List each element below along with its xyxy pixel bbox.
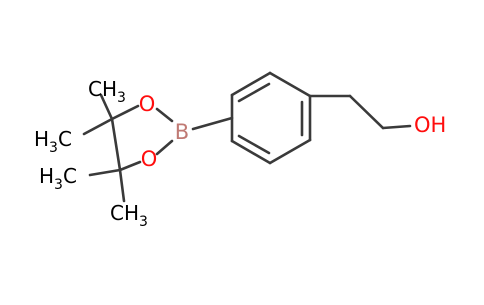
o-c-bond bbox=[110, 104, 140, 121]
methyl-label-bottom: CH3 bbox=[110, 201, 148, 230]
c-c-bond bbox=[110, 117, 122, 172]
b-o-bond bbox=[155, 107, 174, 123]
methyl-bond bbox=[82, 117, 114, 136]
ring-double-bond bbox=[237, 82, 271, 103]
methyl-bond bbox=[118, 168, 126, 203]
boron-label: B bbox=[175, 120, 189, 144]
ring-bond bbox=[268, 138, 312, 165]
chain-bond bbox=[348, 94, 385, 130]
b-o-bond bbox=[155, 139, 174, 156]
ring-bond bbox=[230, 71, 272, 97]
oxygen-label-upper: O bbox=[139, 92, 156, 116]
methyl-label-top-left: CH3 bbox=[88, 77, 126, 106]
oxygen-label-lower: O bbox=[141, 147, 158, 171]
ring-bond bbox=[230, 139, 272, 165]
ring-bond bbox=[268, 71, 312, 98]
methyl-label-left-upper: H3C bbox=[34, 127, 72, 156]
chain-bond bbox=[381, 124, 412, 130]
methyl-bond bbox=[99, 93, 114, 121]
ring-double-bond bbox=[237, 134, 271, 155]
o-c-bond bbox=[118, 160, 142, 172]
methyl-bond bbox=[88, 168, 122, 177]
methyl-label-left-lower: H3C bbox=[39, 164, 77, 193]
hydroxyl-label: OH bbox=[414, 113, 446, 137]
bond-layer bbox=[82, 71, 412, 203]
c-b-bond bbox=[191, 116, 234, 131]
